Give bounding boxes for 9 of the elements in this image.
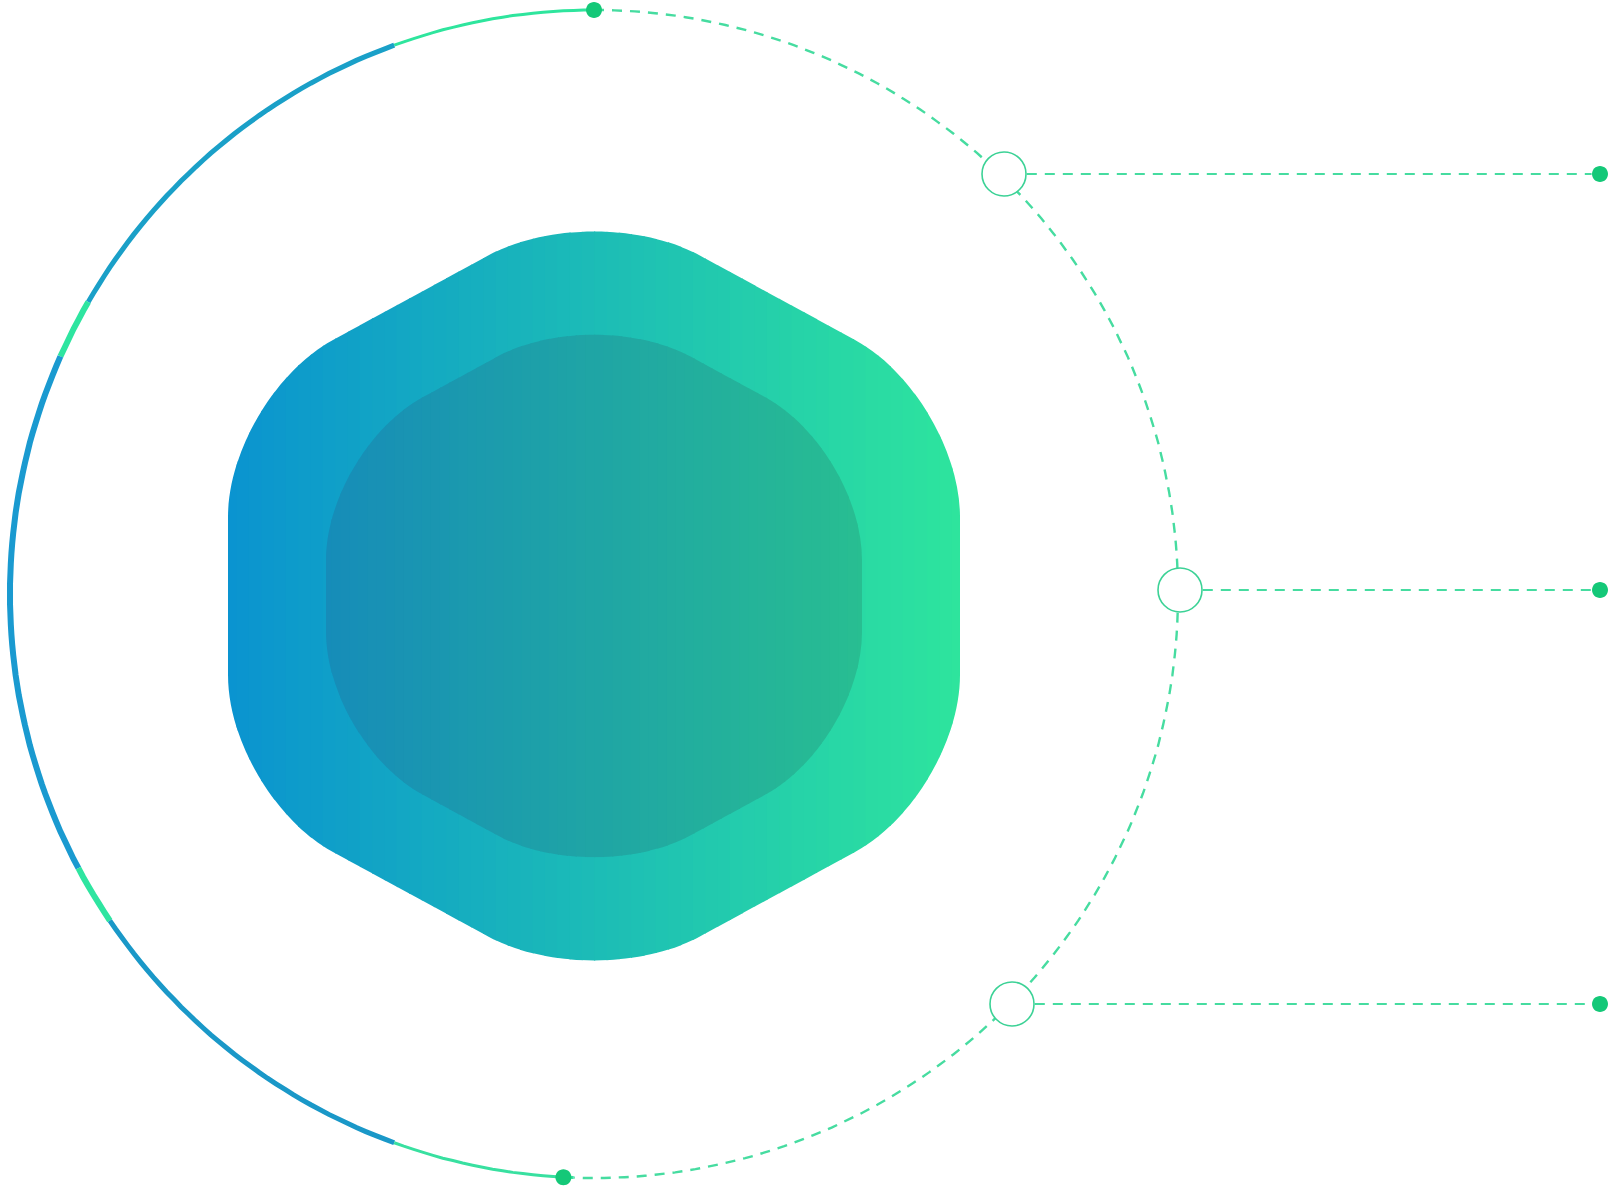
ring-marker	[1157, 567, 1203, 613]
connector-line	[1025, 173, 1593, 175]
end-dot	[1592, 166, 1608, 182]
hexagon-shape	[326, 334, 862, 858]
end-dot	[1592, 996, 1608, 1012]
end-dot	[1592, 582, 1608, 598]
ring-marker	[989, 981, 1035, 1027]
ring-marker	[981, 151, 1027, 197]
connector-line	[1201, 589, 1593, 591]
